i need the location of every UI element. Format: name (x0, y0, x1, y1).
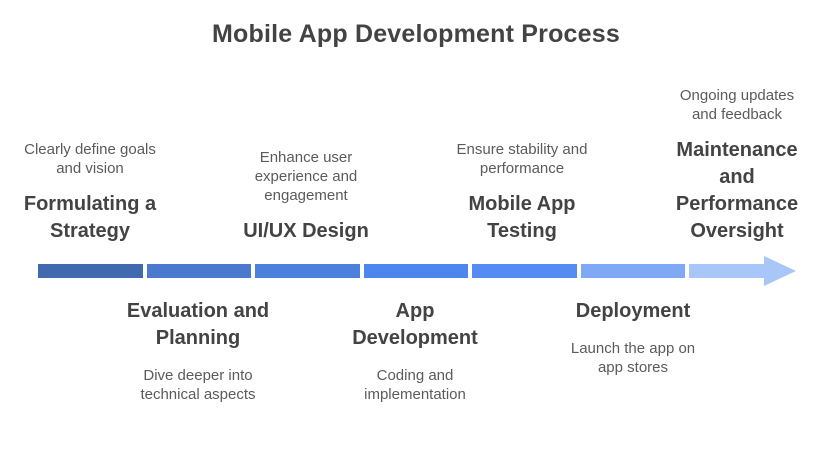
stage-description: Ongoing updates and feedback (679, 87, 795, 123)
page-title: Mobile App Development Process (212, 20, 620, 48)
stage-title: UI/UX Design (243, 220, 369, 242)
stage-maintenance-oversight: Ongoing updates and feedback Maintenance… (657, 86, 817, 245)
stage-description: Launch the app on app stores (570, 340, 696, 376)
timeline-segment (472, 264, 577, 278)
stage-title: Evaluation and Planning (126, 300, 270, 349)
timeline-bar (38, 264, 764, 278)
stage-mobile-app-testing: Ensure stability and performance Mobile … (432, 140, 612, 245)
stage-app-development: App Development Coding and implementatio… (315, 298, 515, 404)
stage-description: Coding and implementation (364, 367, 466, 403)
stage-title: Deployment (575, 300, 691, 322)
stage-title: App Development (352, 300, 478, 349)
stage-description: Ensure stability and performance (456, 141, 588, 177)
timeline-arrowhead-icon (764, 256, 796, 286)
timeline-segment (146, 264, 251, 278)
timeline-segment (580, 264, 685, 278)
stage-title: Maintenance and Performance Oversight (675, 139, 799, 242)
stage-uiux-design: Enhance user experience and engagement U… (216, 148, 396, 245)
stage-description: Dive deeper into technical aspects (140, 367, 256, 403)
stage-title: Formulating a Strategy (23, 193, 157, 242)
timeline-segment (255, 264, 360, 278)
stage-title: Mobile App Testing (468, 193, 576, 242)
stage-description: Enhance user experience and engagement (254, 149, 358, 204)
timeline-segment (363, 264, 468, 278)
timeline-segment (689, 264, 764, 278)
stage-evaluation-and-planning: Evaluation and Planning Dive deeper into… (98, 298, 298, 404)
timeline-segment (38, 264, 143, 278)
stage-formulating-a-strategy: Clearly define goals and vision Formulat… (0, 140, 180, 245)
stage-description: Clearly define goals and vision (24, 141, 156, 177)
stage-deployment: Deployment Launch the app on app stores (533, 298, 733, 377)
